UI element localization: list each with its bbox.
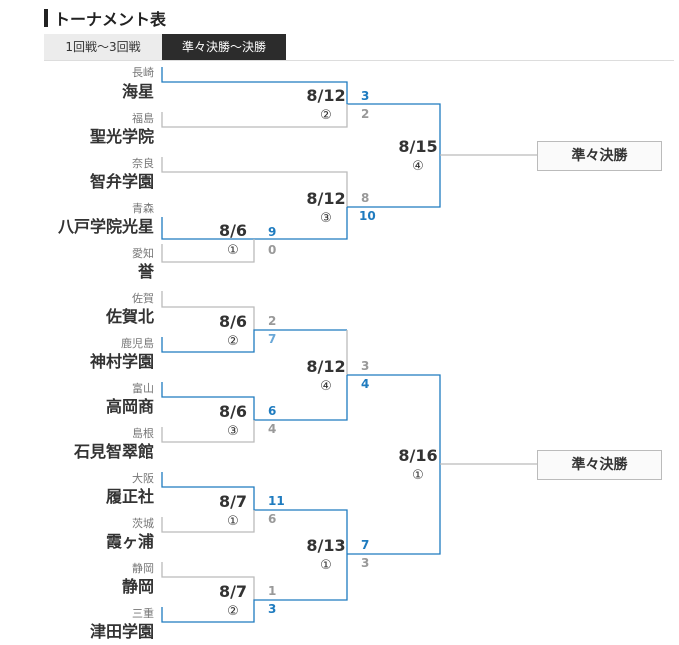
tab-quarterfinal-final[interactable]: 準々決勝〜決勝 bbox=[162, 34, 286, 60]
match-date: 8/12 bbox=[306, 189, 345, 208]
team-name: 海星 bbox=[122, 82, 154, 101]
match-date: 8/13 bbox=[306, 536, 345, 555]
team-pref: 大阪 bbox=[132, 471, 154, 485]
score-winner: 3 bbox=[361, 89, 369, 103]
team-pref: 島根 bbox=[132, 426, 154, 440]
page-title: トーナメント表 bbox=[44, 8, 167, 29]
team-name: 履正社 bbox=[106, 487, 154, 506]
title-text: トーナメント表 bbox=[54, 10, 167, 29]
team-pref: 茨城 bbox=[132, 516, 154, 530]
match-date: 8/6 bbox=[219, 221, 247, 240]
team-pref: 奈良 bbox=[132, 156, 154, 170]
score-loser: 8 bbox=[361, 191, 369, 205]
match-game-number: ① bbox=[227, 514, 239, 529]
score-winner: 7 bbox=[268, 332, 276, 346]
line-team-seikogakuin bbox=[161, 104, 348, 128]
team-name: 高岡商 bbox=[106, 397, 154, 416]
match-date: 8/12 bbox=[306, 86, 345, 105]
line-team-takaokasho bbox=[161, 375, 348, 421]
team-name: 佐賀北 bbox=[105, 307, 154, 326]
score-winner: 4 bbox=[361, 377, 369, 391]
score-loser: 2 bbox=[361, 107, 369, 121]
line-team-kasumigaura bbox=[161, 510, 255, 533]
match-game-number: ④ bbox=[320, 379, 332, 394]
line-team-iwami bbox=[161, 420, 255, 443]
team-pref: 愛知 bbox=[132, 246, 154, 260]
match-date: 8/6 bbox=[219, 402, 247, 421]
match-date: 8/12 bbox=[306, 357, 345, 376]
score-winner: 10 bbox=[359, 209, 376, 223]
score-loser: 1 bbox=[268, 584, 276, 598]
team-pref: 長崎 bbox=[132, 65, 154, 79]
team-name: 霞ヶ浦 bbox=[106, 532, 154, 551]
score-winner: 6 bbox=[268, 404, 276, 418]
line-team-tsuda bbox=[161, 554, 348, 623]
match-date: 8/7 bbox=[219, 582, 247, 601]
match-game-number: ② bbox=[227, 334, 239, 349]
match-game-number: ① bbox=[320, 558, 332, 573]
team-name: 津田学園 bbox=[90, 622, 154, 641]
result-box-quarterfinal-1[interactable]: 準々決勝 bbox=[537, 141, 662, 171]
score-winner: 11 bbox=[268, 494, 285, 508]
line-team-homare bbox=[161, 239, 255, 263]
tab-underline bbox=[44, 60, 674, 61]
team-pref: 佐賀 bbox=[132, 291, 154, 305]
match-date: 8/6 bbox=[219, 312, 247, 331]
match-game-number: ② bbox=[320, 108, 332, 123]
match-game-number: ① bbox=[227, 243, 239, 258]
line-sf-top-winner bbox=[347, 155, 441, 208]
match-date: 8/15 bbox=[398, 137, 437, 156]
line-team-kamimura bbox=[161, 329, 347, 353]
team-pref: 三重 bbox=[132, 606, 154, 620]
round-tabs: 1回戦〜3回戦 準々決勝〜決勝 bbox=[44, 34, 286, 60]
match-date: 8/16 bbox=[398, 446, 437, 465]
match-game-number: ① bbox=[412, 468, 424, 483]
line-team-chiben bbox=[161, 157, 348, 207]
match-game-number: ③ bbox=[227, 424, 239, 439]
match-game-number: ④ bbox=[412, 159, 424, 174]
team-name: 石見智翠館 bbox=[73, 442, 154, 461]
score-winner: 3 bbox=[268, 602, 276, 616]
line-qf-riseisha-up bbox=[347, 464, 441, 555]
line-team-sagakita bbox=[161, 291, 255, 330]
score-loser: 6 bbox=[268, 512, 276, 526]
result-box-quarterfinal-2[interactable]: 準々決勝 bbox=[537, 450, 662, 480]
line-team-kaisei bbox=[161, 67, 441, 155]
team-pref: 福島 bbox=[132, 111, 154, 125]
match-game-number: ③ bbox=[320, 211, 332, 226]
tab-round-1-3[interactable]: 1回戦〜3回戦 bbox=[44, 34, 162, 60]
team-name: 聖光学院 bbox=[90, 127, 154, 146]
line-team-riseisha bbox=[161, 472, 348, 554]
team-name: 静岡 bbox=[122, 577, 154, 596]
team-pref: 青森 bbox=[132, 201, 154, 215]
score-loser: 0 bbox=[268, 243, 276, 257]
team-pref: 富山 bbox=[132, 381, 154, 395]
team-name: 誉 bbox=[137, 262, 155, 281]
score-winner: 9 bbox=[268, 225, 276, 239]
score-loser: 2 bbox=[268, 314, 276, 328]
line-qf-takaokasho-up bbox=[347, 374, 441, 464]
match-date: 8/7 bbox=[219, 492, 247, 511]
score-loser: 4 bbox=[268, 422, 276, 436]
score-winner: 7 bbox=[361, 538, 369, 552]
team-name: 八戸学院光星 bbox=[57, 217, 154, 236]
score-loser: 3 bbox=[361, 556, 369, 570]
team-pref: 鹿児島 bbox=[121, 336, 154, 350]
match-game-number: ② bbox=[227, 604, 239, 619]
line-team-shizuoka bbox=[161, 562, 255, 600]
title-bar-mark bbox=[44, 9, 48, 27]
team-pref: 静岡 bbox=[132, 561, 154, 575]
score-loser: 3 bbox=[361, 359, 369, 373]
team-name: 神村学園 bbox=[90, 352, 154, 371]
team-name: 智弁学園 bbox=[90, 172, 154, 191]
